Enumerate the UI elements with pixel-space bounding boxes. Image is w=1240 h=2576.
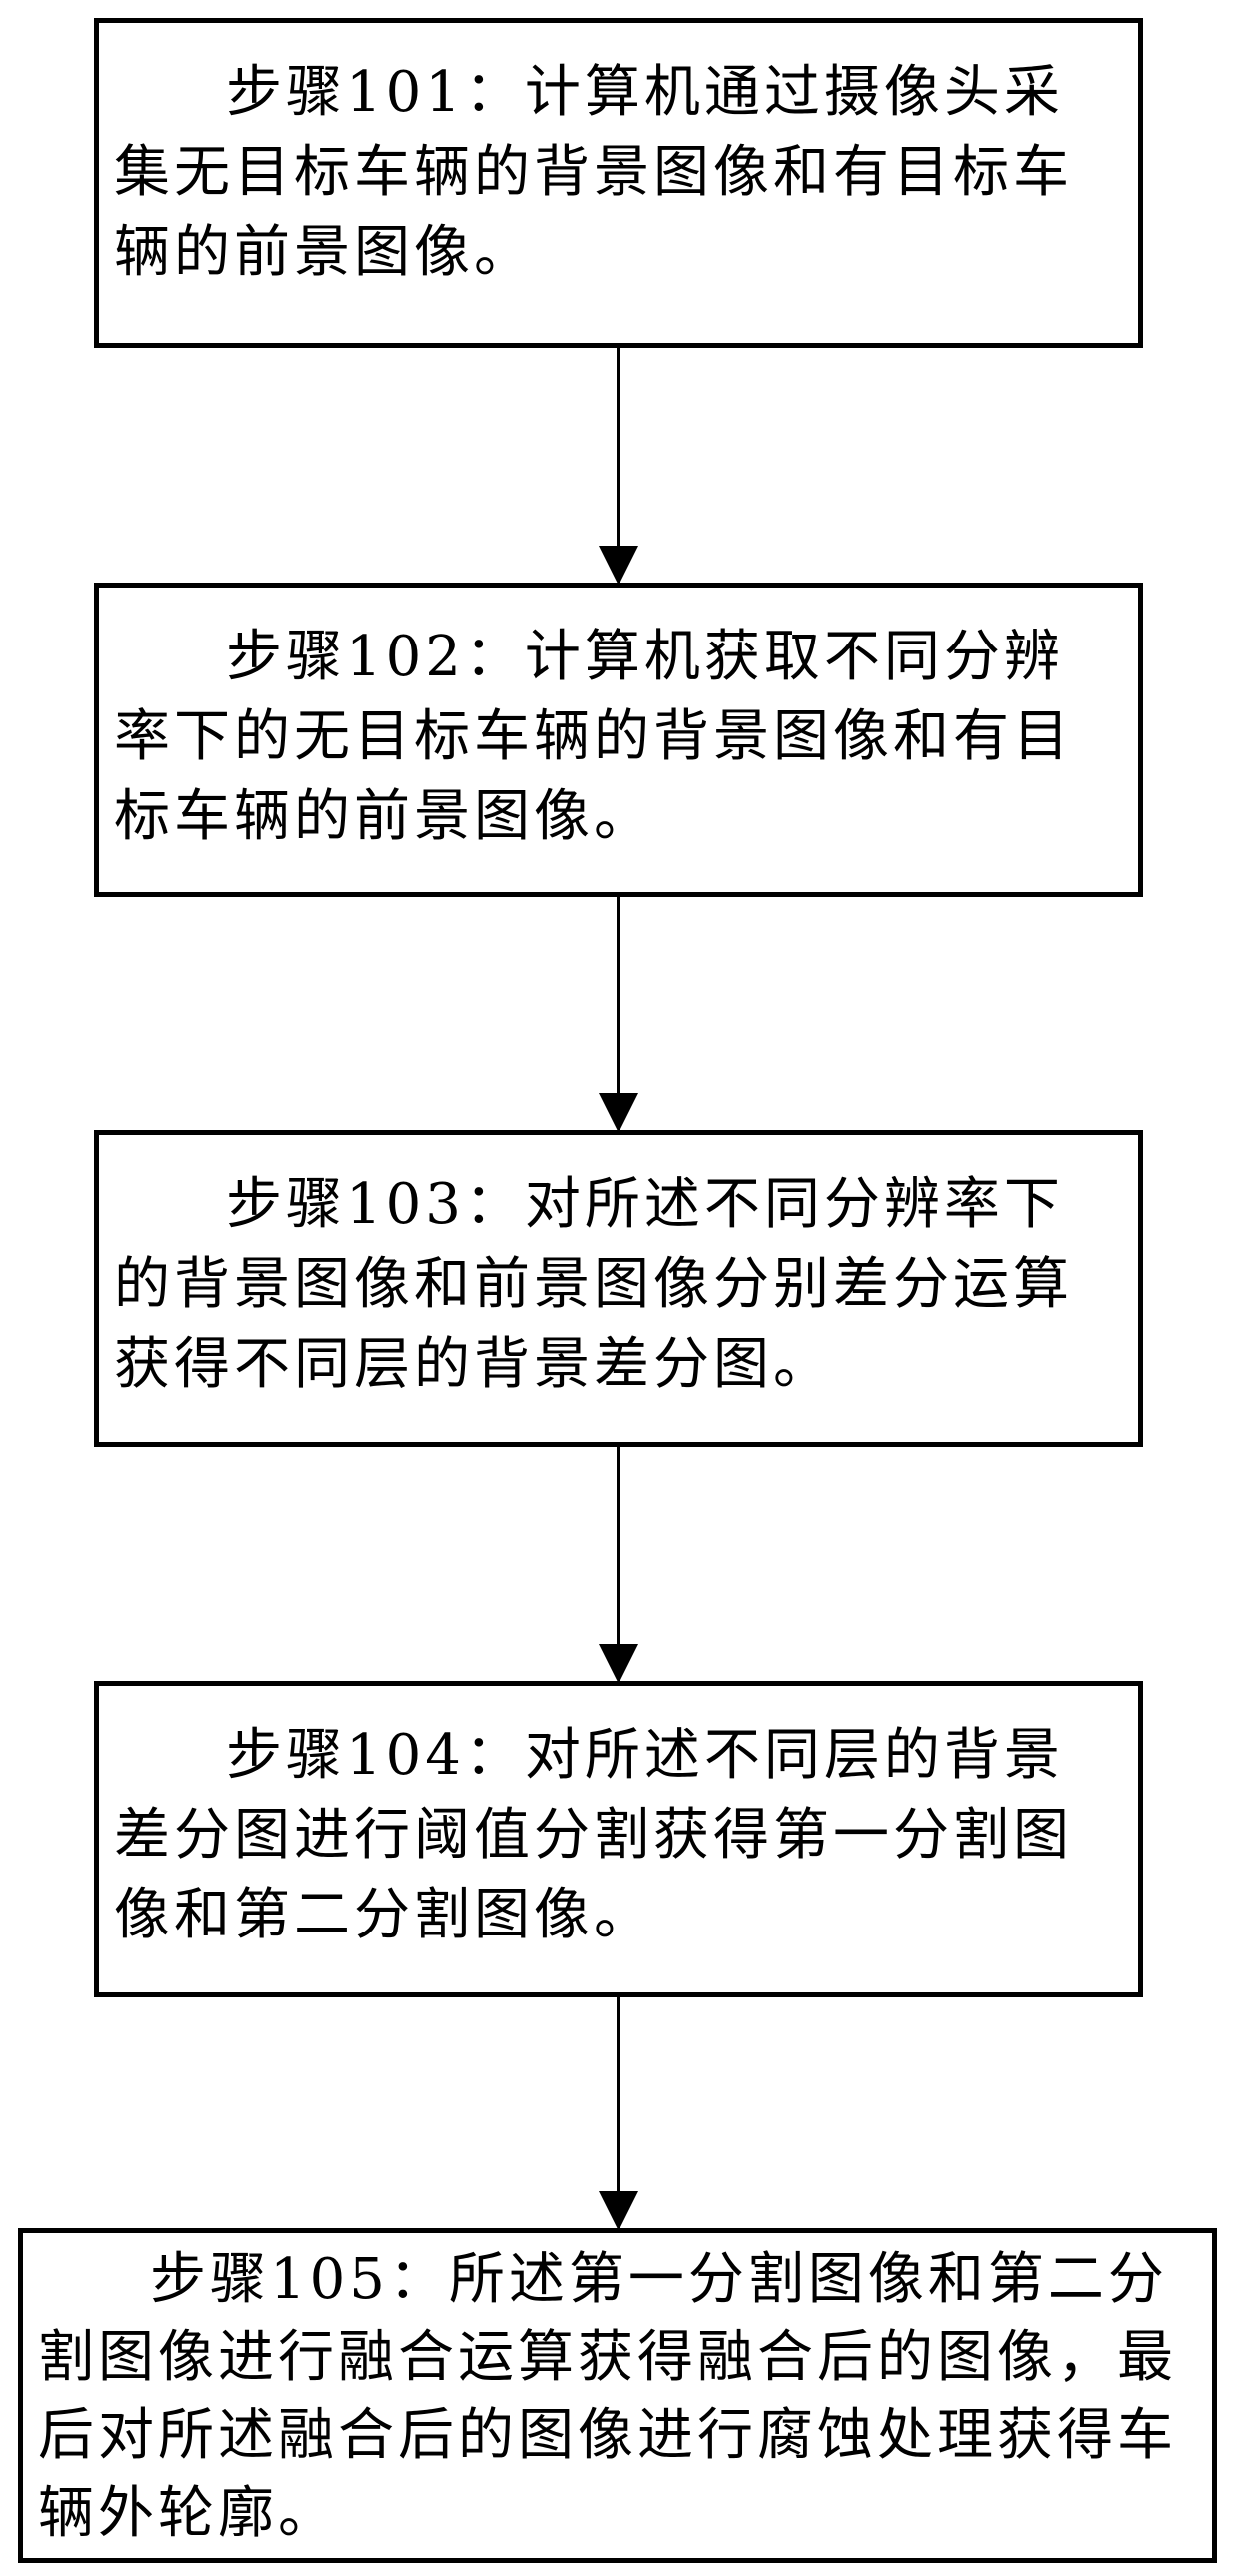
- step-103-text: 步骤103：对所述不同分辨率下的背景图像和前景图像分别差分运算获得不同层的背景差…: [114, 1172, 1073, 1397]
- step-104-text: 步骤104：对所述不同层的背景差分图进行阈值分割获得第一分割图像和第二分割图像。: [114, 1723, 1073, 1947]
- step-104-box: 步骤104：对所述不同层的背景差分图进行阈值分割获得第一分割图像和第二分割图像。: [94, 1681, 1143, 1997]
- step-105-text: 步骤105：所述第一分割图像和第二分割图像进行融合运算获得融合后的图像，最后对所…: [38, 2247, 1177, 2546]
- step-101-box: 步骤101：计算机通过摄像头采集无目标车辆的背景图像和有目标车辆的前景图像。: [94, 18, 1143, 348]
- step-103-box: 步骤103：对所述不同分辨率下的背景图像和前景图像分别差分运算获得不同层的背景差…: [94, 1130, 1143, 1447]
- step-102-text: 步骤102：计算机获取不同分辨率下的无目标车辆的背景图像和有目标车辆的前景图像。: [114, 625, 1073, 849]
- step-105-box: 步骤105：所述第一分割图像和第二分割图像进行融合运算获得融合后的图像，最后对所…: [18, 2228, 1217, 2563]
- step-101-text: 步骤101：计算机通过摄像头采集无目标车辆的背景图像和有目标车辆的前景图像。: [114, 60, 1073, 285]
